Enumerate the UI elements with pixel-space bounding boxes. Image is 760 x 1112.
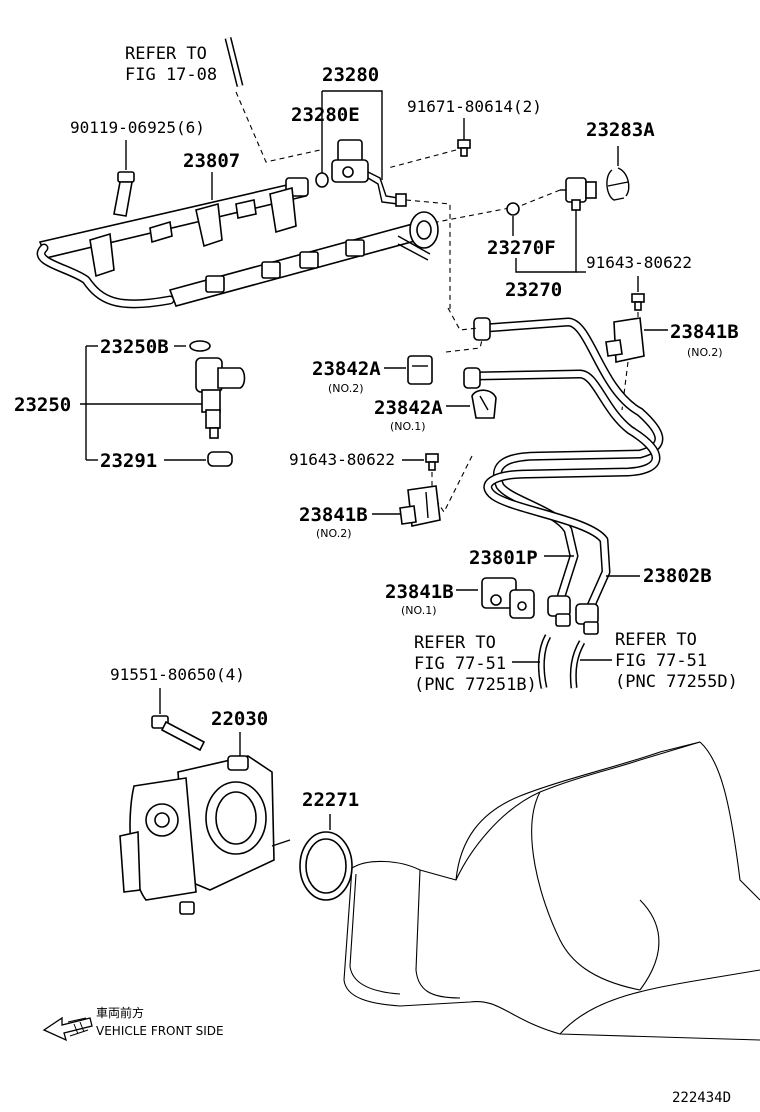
label-23842A-b-sub: (NO.1) (390, 420, 426, 433)
gasket-icon (299, 831, 353, 901)
pressure-regulator-icon (331, 139, 407, 207)
label-23280: 23280 (322, 64, 379, 86)
vehicle-front-indicator: 車両前方 VEHICLE FRONT SIDE (42, 1005, 224, 1042)
refer-right-line1: REFER TO (615, 630, 697, 650)
label-23280E: 23280E (291, 104, 360, 126)
label-23841B-c-sub: (NO.1) (401, 604, 437, 617)
part-23842A-a-group: 23842A (NO.2) (312, 355, 433, 395)
label-23841B-a: 23841B (670, 321, 739, 343)
label-22030: 22030 (211, 708, 268, 730)
label-22271: 22271 (302, 789, 359, 811)
pipe-clamp-icon (605, 317, 645, 363)
o-ring-23280E (315, 172, 329, 188)
bolt-icon (631, 293, 645, 311)
fuel-pipes-group: 23801P 23802B (435, 307, 712, 635)
refer-right-line2: FIG 77-51 (615, 651, 707, 671)
refer-fig-77-51-left: REFER TO FIG 77-51 (PNC 77251B) (414, 633, 552, 695)
refer-left-line2: FIG 77-51 (414, 654, 506, 674)
part-91551-group: 91551-80650(4) (110, 665, 245, 752)
label-91643-b: 91643-80622 (289, 450, 395, 469)
label-23841B-b: 23841B (299, 504, 368, 526)
label-23842A-b: 23842A (374, 397, 443, 419)
label-90119: 90119-06925(6) (70, 118, 205, 137)
label-23801P: 23801P (469, 547, 538, 569)
diagram-id: 222434D (672, 1090, 731, 1106)
seal-23291 (207, 451, 233, 467)
part-23807-group: 23807 (36, 150, 439, 309)
arrow-left-icon (42, 1016, 93, 1042)
part-22030-group: 22030 (119, 708, 291, 915)
pipe-clamp-icon (399, 485, 441, 527)
label-23250B: 23250B (100, 336, 169, 358)
part-23841B-c-group: 23841B (NO.1) (385, 577, 535, 619)
refer-top-line2: FIG 17-08 (125, 65, 217, 85)
throttle-body-icon (119, 755, 291, 915)
part-90119-group: 90119-06925(6) (70, 118, 205, 217)
refer-right-line3: (PNC 77255D) (615, 672, 738, 692)
refer-fig-17-08-callout: REFER TO FIG 17-08 (125, 37, 321, 163)
intake-manifold-outline (343, 741, 760, 1041)
pipe-clamp-icon (481, 577, 535, 619)
clamp-icon (471, 389, 497, 419)
long-bolt-icon (113, 171, 135, 217)
label-23841B-c: 23841B (385, 581, 454, 603)
part-22271-group: 22271 (299, 789, 359, 901)
fuel-injector-icon (195, 357, 246, 439)
label-23250: 23250 (14, 394, 71, 416)
fuel-rail-icon (36, 177, 439, 309)
part-23270-group: 23270F 23270 (415, 177, 597, 301)
label-23283A: 23283A (586, 119, 655, 141)
label-23802B: 23802B (643, 565, 712, 587)
part-23841B-b-group: 23841B (NO.2) (299, 485, 441, 540)
label-23270F: 23270F (487, 237, 556, 259)
refer-fig-77-51-right: REFER TO FIG 77-51 (PNC 77255D) (569, 630, 738, 692)
label-23270: 23270 (505, 279, 562, 301)
part-23283A-group: 23283A (586, 119, 655, 201)
front-side-jp: 車両前方 (96, 1005, 144, 1020)
label-23842A-a-sub: (NO.2) (328, 382, 364, 395)
part-23842A-b-group: 23842A (NO.1) (374, 389, 497, 433)
label-23807: 23807 (183, 150, 240, 172)
label-91671: 91671-80614(2) (407, 97, 542, 116)
fuel-pipe-icon (463, 317, 664, 635)
label-23841B-a-sub: (NO.2) (687, 346, 723, 359)
label-91551: 91551-80650(4) (110, 665, 245, 684)
part-23280-group: 23280 23280E (291, 64, 451, 310)
part-91643-a-group: 91643-80622 (586, 253, 692, 330)
label-23291: 23291 (100, 450, 157, 472)
front-side-en: VEHICLE FRONT SIDE (96, 1024, 224, 1038)
part-91643-b-group: 91643-80622 (289, 450, 439, 488)
bolt-icon (425, 453, 439, 471)
clip-icon (606, 167, 630, 201)
long-bolt-icon (151, 715, 206, 752)
pulsation-damper-icon (560, 177, 597, 211)
label-91643-a: 91643-80622 (586, 253, 692, 272)
refer-left-line3: (PNC 77251B) (414, 675, 537, 695)
part-91671-group: 91671-80614(2) (387, 97, 542, 169)
part-23841B-a-group: 23841B (NO.2) (605, 317, 739, 411)
o-ring-23270F (506, 202, 520, 216)
o-ring-23250B (189, 340, 211, 352)
label-23841B-b-sub: (NO.2) (316, 527, 352, 540)
clamp-icon (407, 355, 433, 385)
bolt-icon (457, 139, 471, 157)
label-23842A-a: 23842A (312, 358, 381, 380)
part-23250-group: 23250B 23250 23291 (14, 336, 246, 472)
refer-top-line1: REFER TO (125, 44, 207, 64)
refer-left-line1: REFER TO (414, 633, 496, 653)
